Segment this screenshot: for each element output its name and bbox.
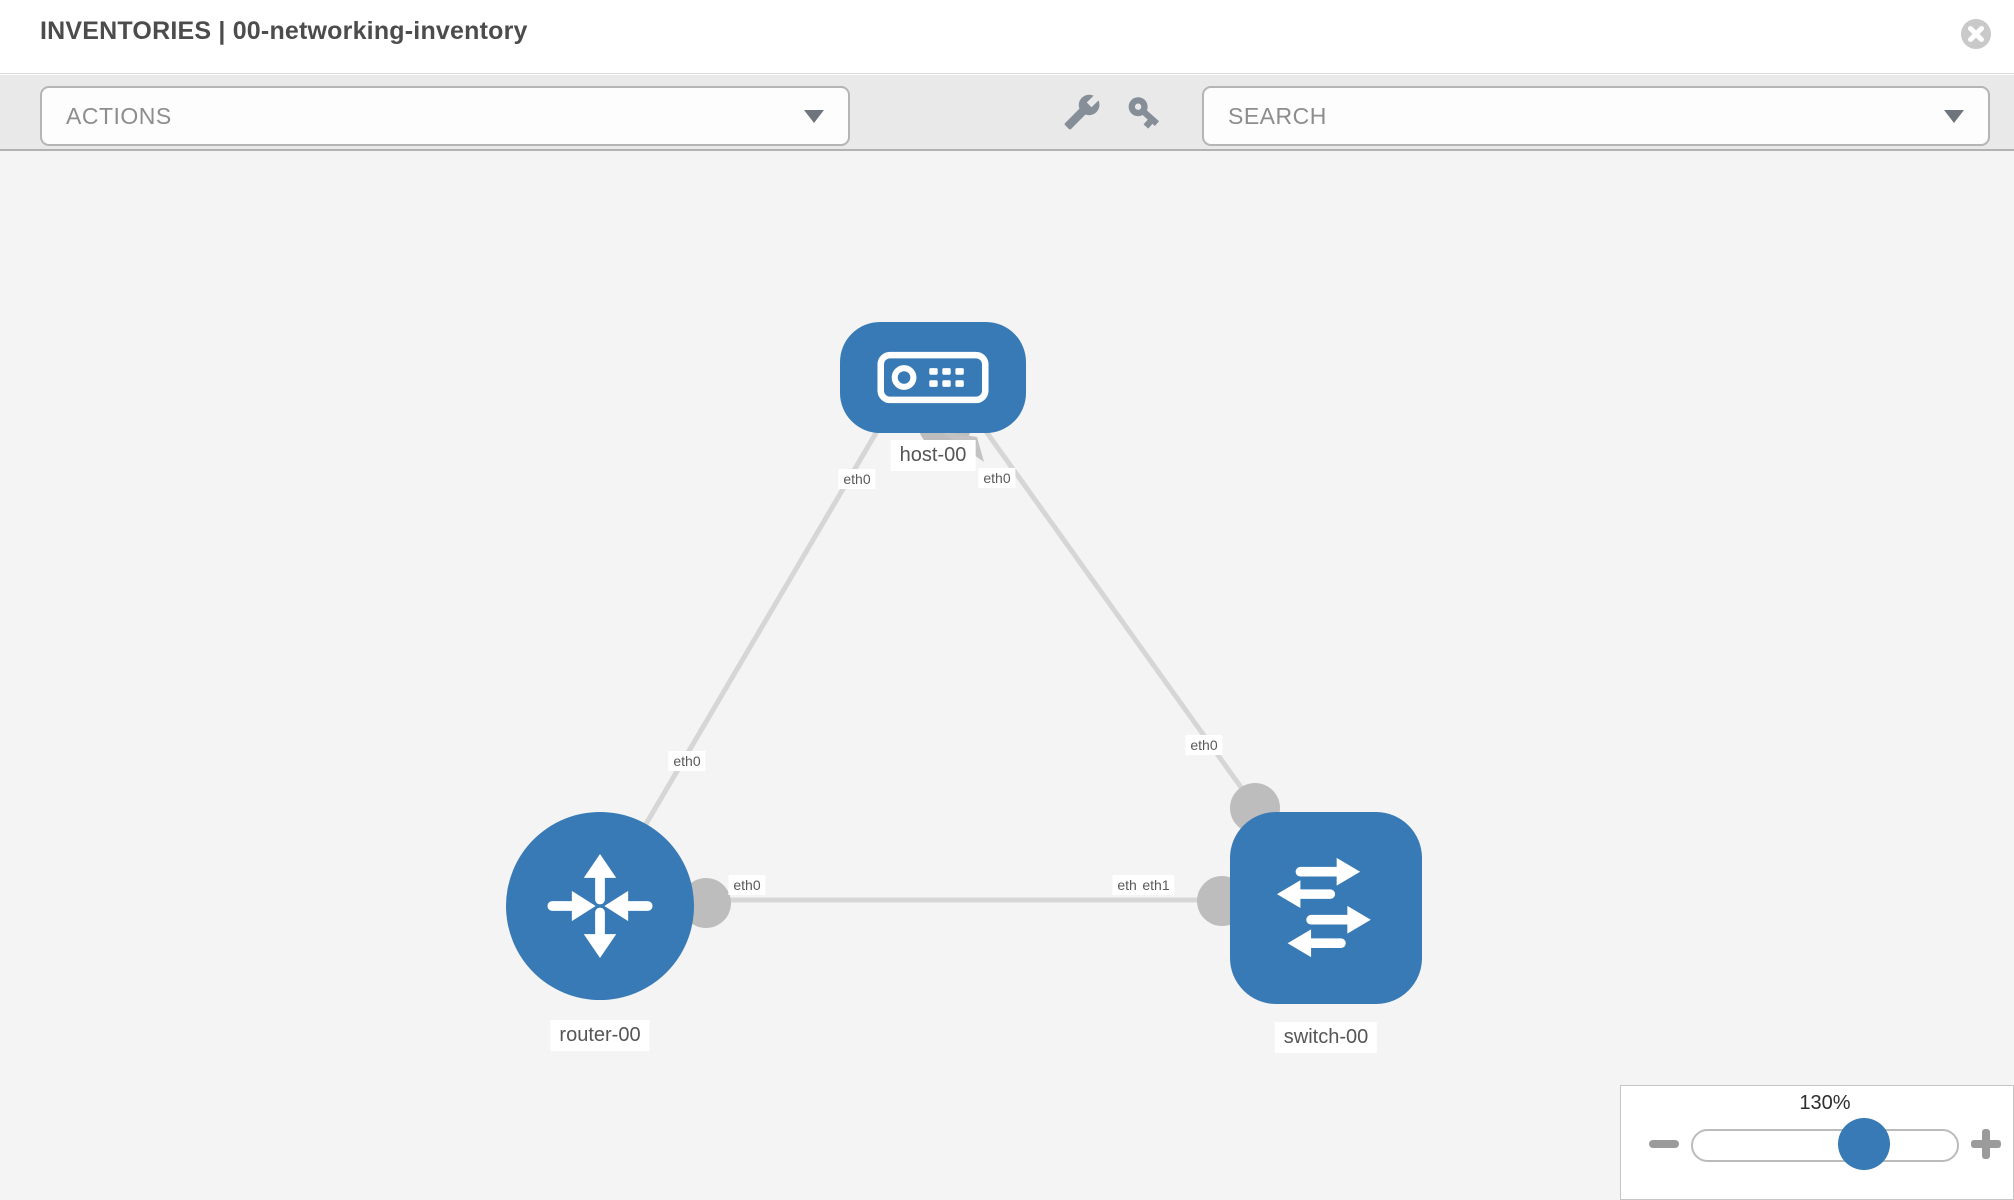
zoom-out-button[interactable] (1647, 1127, 1681, 1161)
interface-label-host-switch-host-side: eth0 (978, 468, 1016, 488)
node-router-00[interactable] (506, 812, 694, 1000)
node-host-00[interactable] (840, 322, 1026, 433)
router-arrows-icon (547, 854, 653, 958)
chevron-down-icon (804, 109, 824, 123)
topology-canvas[interactable]: host-00 router-00 switch-00 eth0 eth0 et… (0, 151, 2014, 1200)
interface-label-host-switch-switch-side: eth0 (1185, 735, 1223, 755)
key-icon (1128, 97, 1160, 129)
zoom-slider-handle[interactable] (1838, 1118, 1890, 1170)
node-label-host: host-00 (890, 440, 976, 471)
zoom-slider-track[interactable] (1691, 1129, 1959, 1162)
key-button[interactable] (1124, 93, 1164, 133)
server-icon (877, 351, 989, 404)
node-label-switch: switch-00 (1274, 1022, 1378, 1053)
chevron-down-icon (1944, 109, 1964, 123)
interface-label-host-router-host-side: eth0 (838, 469, 876, 489)
links-layer (633, 396, 1280, 928)
zoom-in-button[interactable] (1969, 1127, 2003, 1161)
search-dropdown[interactable]: SEARCH (1202, 86, 1990, 146)
plus-icon (1982, 1129, 1990, 1159)
switch-arrows-icon (1276, 857, 1371, 958)
zoom-level-value: 130% (1799, 1092, 1851, 1114)
page-title: INVENTORIES | 00-networking-inventory (40, 17, 528, 45)
node-switch-00[interactable] (1230, 812, 1422, 1004)
wrench-button[interactable] (1062, 93, 1102, 133)
zoom-control-panel: 130% (1620, 1085, 2014, 1200)
actions-dropdown-label: ACTIONS (66, 102, 172, 129)
toolbar: ACTIONS SEARCH (0, 75, 2014, 151)
close-button[interactable] (1960, 18, 1992, 50)
minus-icon (1649, 1140, 1679, 1148)
interface-label-router-switch-router-side: eth0 (728, 875, 766, 895)
close-icon (1961, 19, 1991, 49)
interface-label-host-router-router-side: eth0 (668, 751, 706, 771)
search-dropdown-label: SEARCH (1228, 102, 1327, 129)
actions-dropdown[interactable]: ACTIONS (40, 86, 850, 146)
link-host-router (633, 419, 886, 843)
page-header: INVENTORIES | 00-networking-inventory (0, 0, 2014, 74)
wrench-icon (1064, 94, 1100, 130)
topology-links (633, 414, 1261, 903)
interface-label-router-switch-switch-side: eth1 (1137, 875, 1175, 895)
node-label-router: router-00 (550, 1020, 650, 1051)
